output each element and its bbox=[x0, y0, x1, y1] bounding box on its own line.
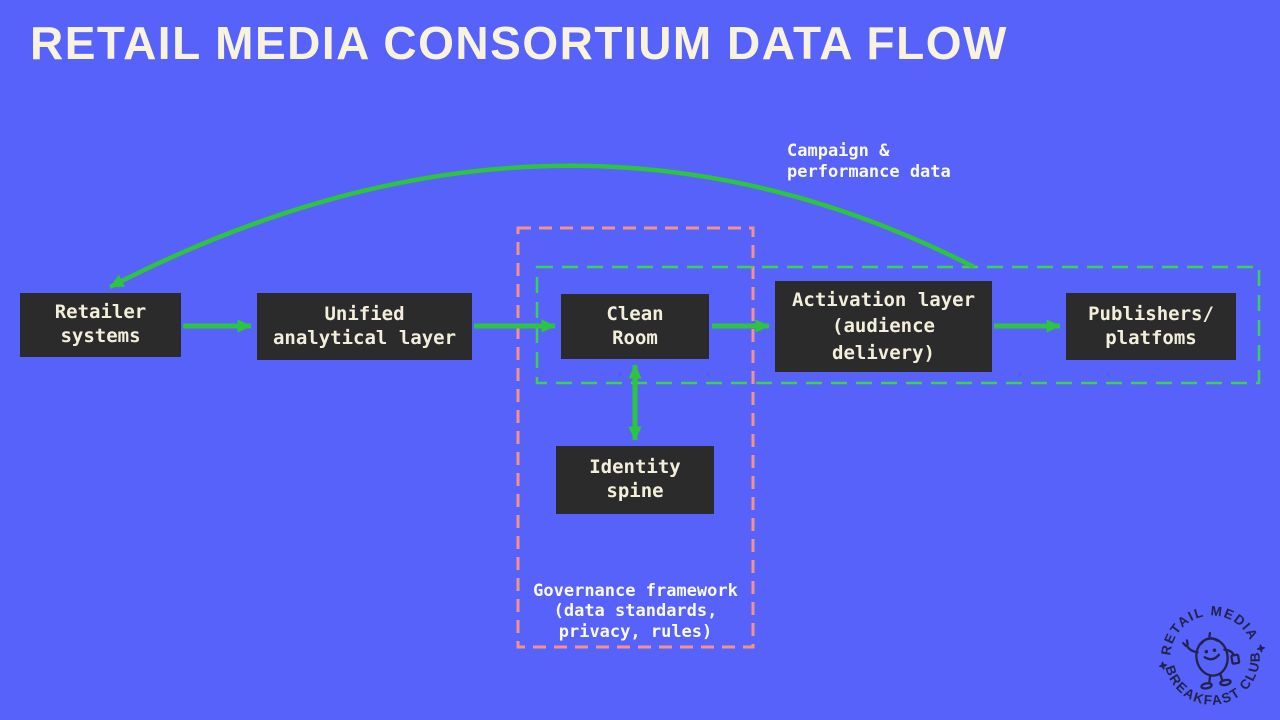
mascot-icon bbox=[1182, 632, 1241, 690]
node-unified-analytical-layer: Unified analytical layer bbox=[257, 293, 472, 360]
curved-arrow-campaign-performance bbox=[108, 163, 976, 290]
node-publishers-platforms: Publishers/ platfoms bbox=[1066, 293, 1236, 360]
logo-flower-left-icon bbox=[1158, 661, 1168, 670]
label-governance-framework: Governance framework (data standards, pr… bbox=[533, 581, 738, 642]
logo-arc-top-text: RETAIL MEDIA bbox=[1155, 600, 1262, 659]
page-title: RETAIL MEDIA CONSORTIUM DATA FLOW bbox=[30, 17, 1008, 69]
node-retailer-systems: Retailer systems bbox=[20, 293, 181, 357]
retail-media-breakfast-club-logo: RETAIL MEDIA BREAKFAST CLUB bbox=[1155, 600, 1269, 714]
node-identity-spine: Identity spine bbox=[556, 446, 714, 514]
node-activation-layer: Activation layer (audience delivery) bbox=[775, 281, 992, 372]
governance-boundary bbox=[516, 226, 755, 649]
node-clean-room: Clean Room bbox=[561, 294, 709, 359]
label-campaign-performance-data: Campaign & performance data bbox=[787, 141, 951, 183]
consortium-boundary bbox=[535, 265, 1261, 385]
logo-flower-right-icon bbox=[1256, 644, 1266, 653]
